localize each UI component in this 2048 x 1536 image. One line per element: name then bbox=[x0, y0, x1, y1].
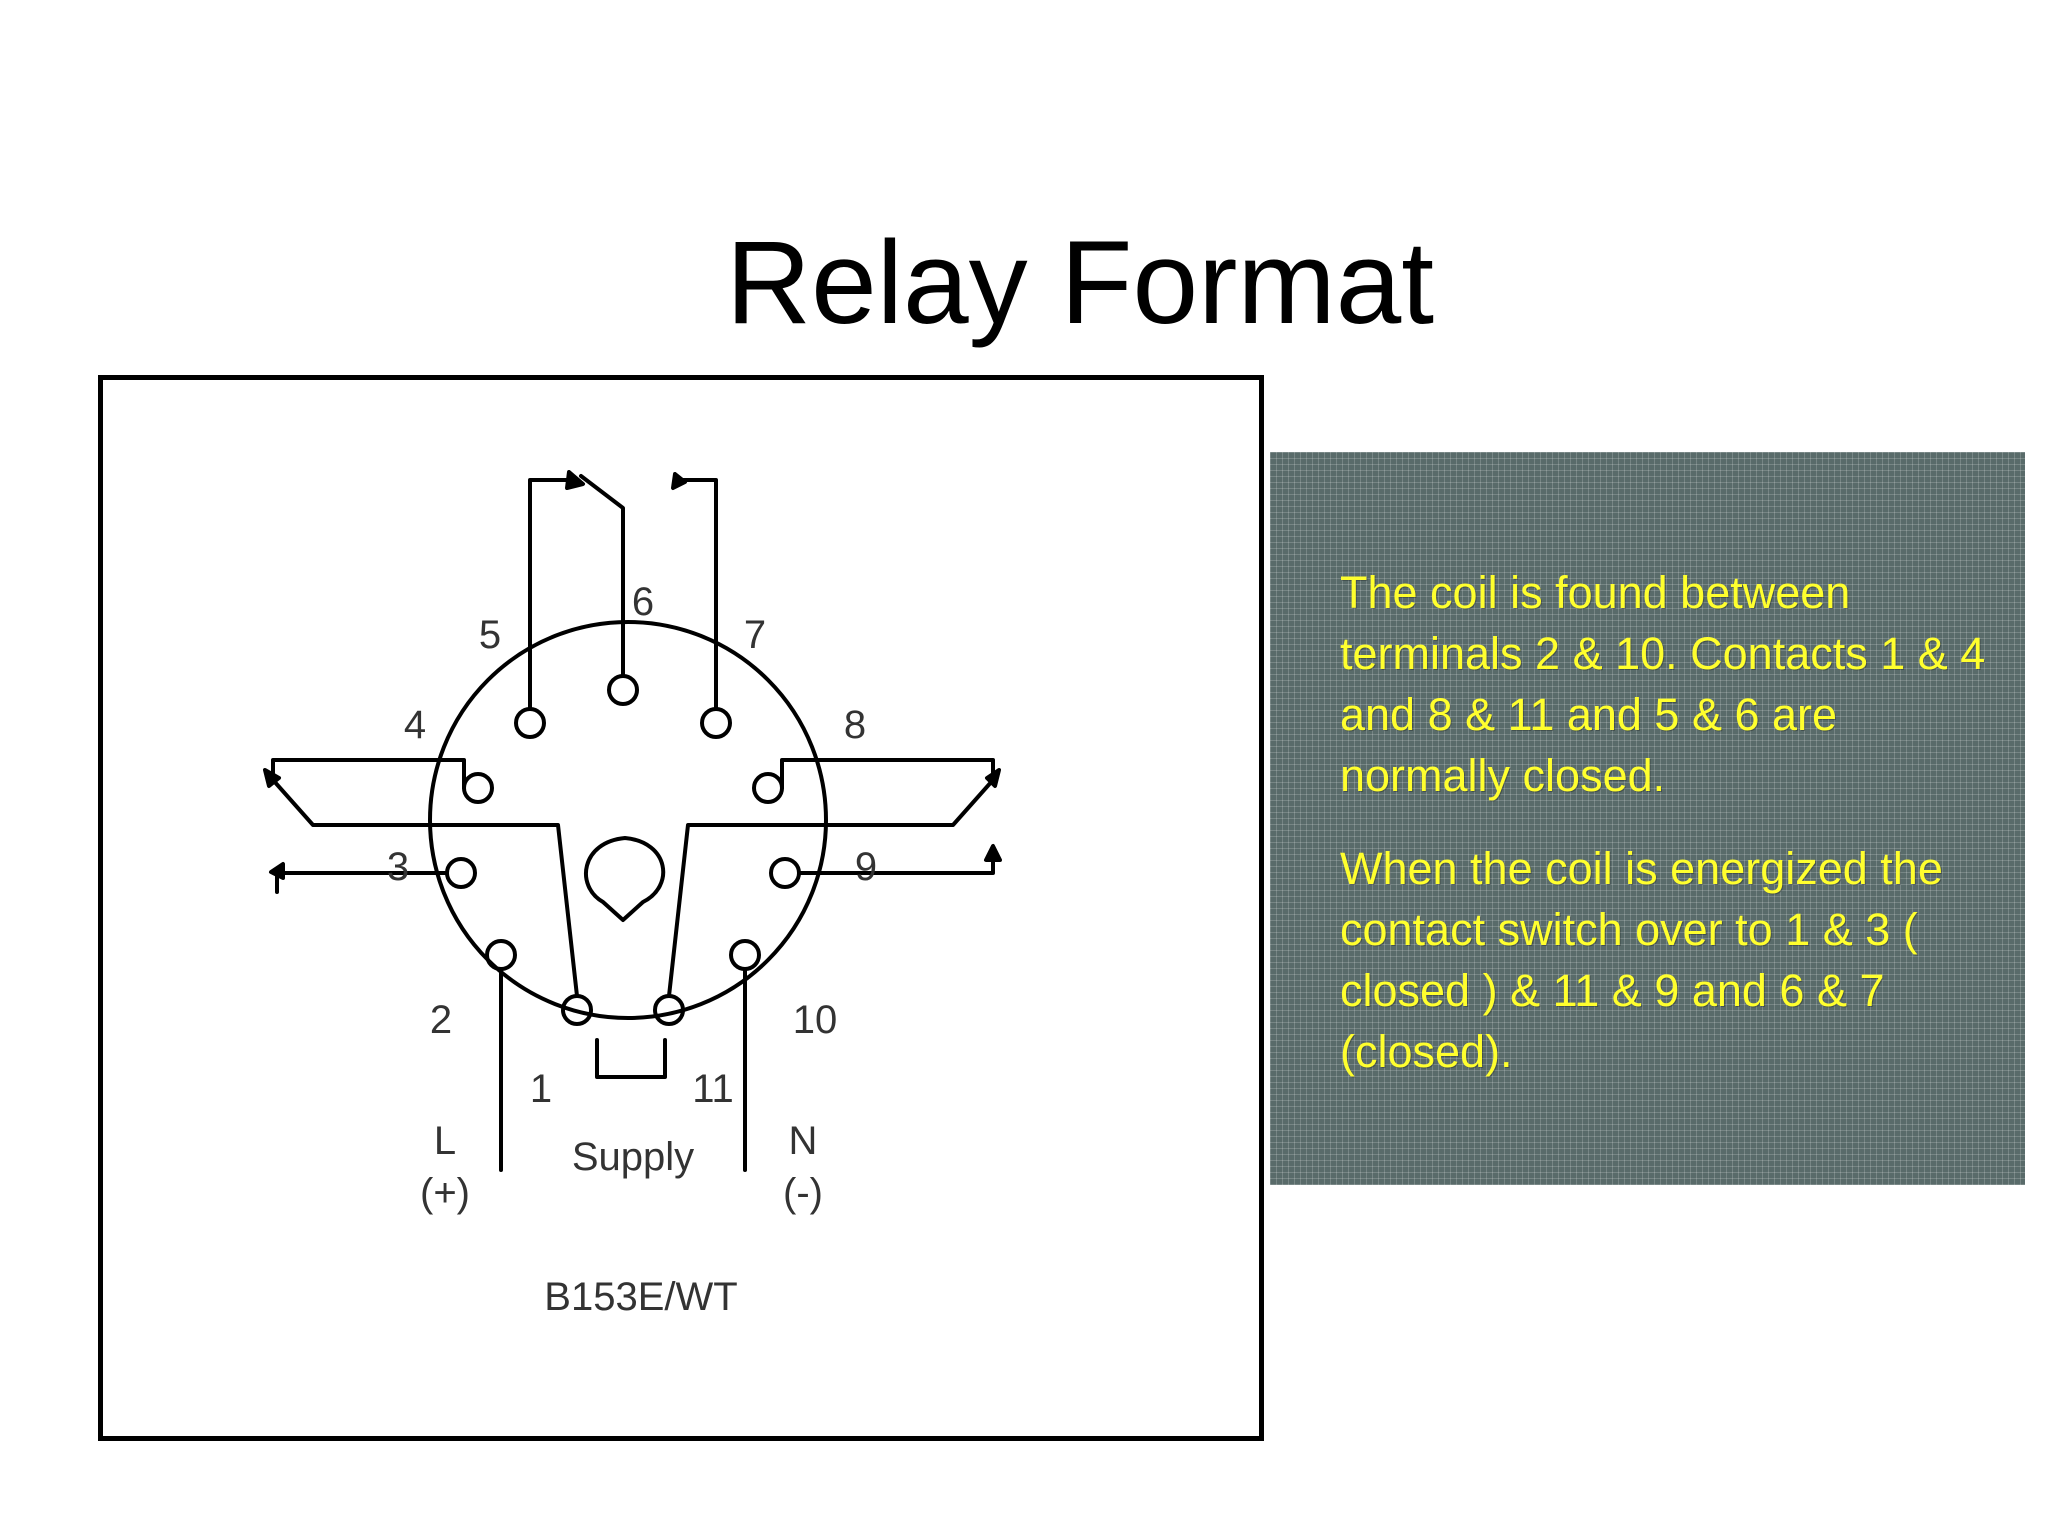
relay-diagram-frame: 1 2 3 4 5 6 7 8 9 10 11 Supply L (+) N (… bbox=[98, 375, 1264, 1441]
pin-4-socket bbox=[462, 772, 494, 804]
pin-label-9: 9 bbox=[855, 845, 877, 889]
neutral-polarity-label: (-) bbox=[783, 1171, 823, 1215]
relay-key-notch bbox=[584, 836, 666, 922]
pin-5-socket bbox=[514, 707, 546, 739]
supply-bridge bbox=[595, 1038, 667, 1079]
contact-6-arm bbox=[579, 474, 625, 678]
neutral-label: N bbox=[789, 1119, 818, 1163]
pin-label-1: 1 bbox=[530, 1067, 552, 1111]
slide-title: Relay Format bbox=[725, 217, 1435, 349]
contact-1-arm bbox=[271, 778, 579, 998]
contact-5-tip bbox=[565, 470, 585, 490]
contact-4-tip bbox=[263, 768, 281, 788]
pin-2-socket bbox=[485, 939, 517, 971]
pin-7-socket bbox=[700, 707, 732, 739]
pin-label-8: 8 bbox=[844, 703, 866, 747]
contact-9-tip bbox=[984, 844, 1002, 862]
pin-label-5: 5 bbox=[479, 613, 501, 657]
pin-3-socket bbox=[445, 857, 477, 889]
contact-4-wire bbox=[271, 758, 466, 790]
pin-9-socket bbox=[769, 857, 801, 889]
info-paragraph-coil: The coil is found between terminals 2 & … bbox=[1340, 567, 1986, 801]
contact-5-6-wire bbox=[528, 478, 577, 711]
contact-7-tip bbox=[671, 472, 687, 490]
pin-6-socket bbox=[607, 674, 639, 706]
relay-base-outline bbox=[428, 620, 828, 1020]
model-label: B153E/WT bbox=[544, 1275, 737, 1319]
live-label: L bbox=[434, 1119, 456, 1163]
pin-label-2: 2 bbox=[430, 998, 452, 1042]
contact-3-wire bbox=[275, 871, 449, 894]
contact-3-tip bbox=[269, 862, 285, 880]
pin-label-7: 7 bbox=[744, 613, 766, 657]
info-paragraph-energized: When the coil is energized the contact s… bbox=[1340, 843, 1943, 1077]
pin-8-socket bbox=[752, 772, 784, 804]
pin-label-6: 6 bbox=[632, 580, 654, 624]
pin-label-3: 3 bbox=[387, 845, 409, 889]
pin-label-4: 4 bbox=[404, 703, 426, 747]
pin-label-10: 10 bbox=[793, 998, 838, 1042]
supply-label: Supply bbox=[572, 1135, 694, 1179]
contact-8-tip bbox=[985, 768, 1001, 788]
info-panel: The coil is found between terminals 2 & … bbox=[1270, 452, 2025, 1185]
contact-7-wire bbox=[673, 478, 718, 711]
relay-wiring-diagram: 1 2 3 4 5 6 7 8 9 10 11 Supply L (+) N (… bbox=[263, 470, 1002, 1319]
pin-10-socket bbox=[729, 939, 761, 971]
contact-11-arm bbox=[667, 778, 995, 998]
live-polarity-label: (+) bbox=[420, 1171, 470, 1215]
pin-label-11: 11 bbox=[692, 1067, 734, 1111]
contact-9-wire bbox=[797, 854, 995, 875]
contact-8-wire bbox=[780, 758, 995, 790]
